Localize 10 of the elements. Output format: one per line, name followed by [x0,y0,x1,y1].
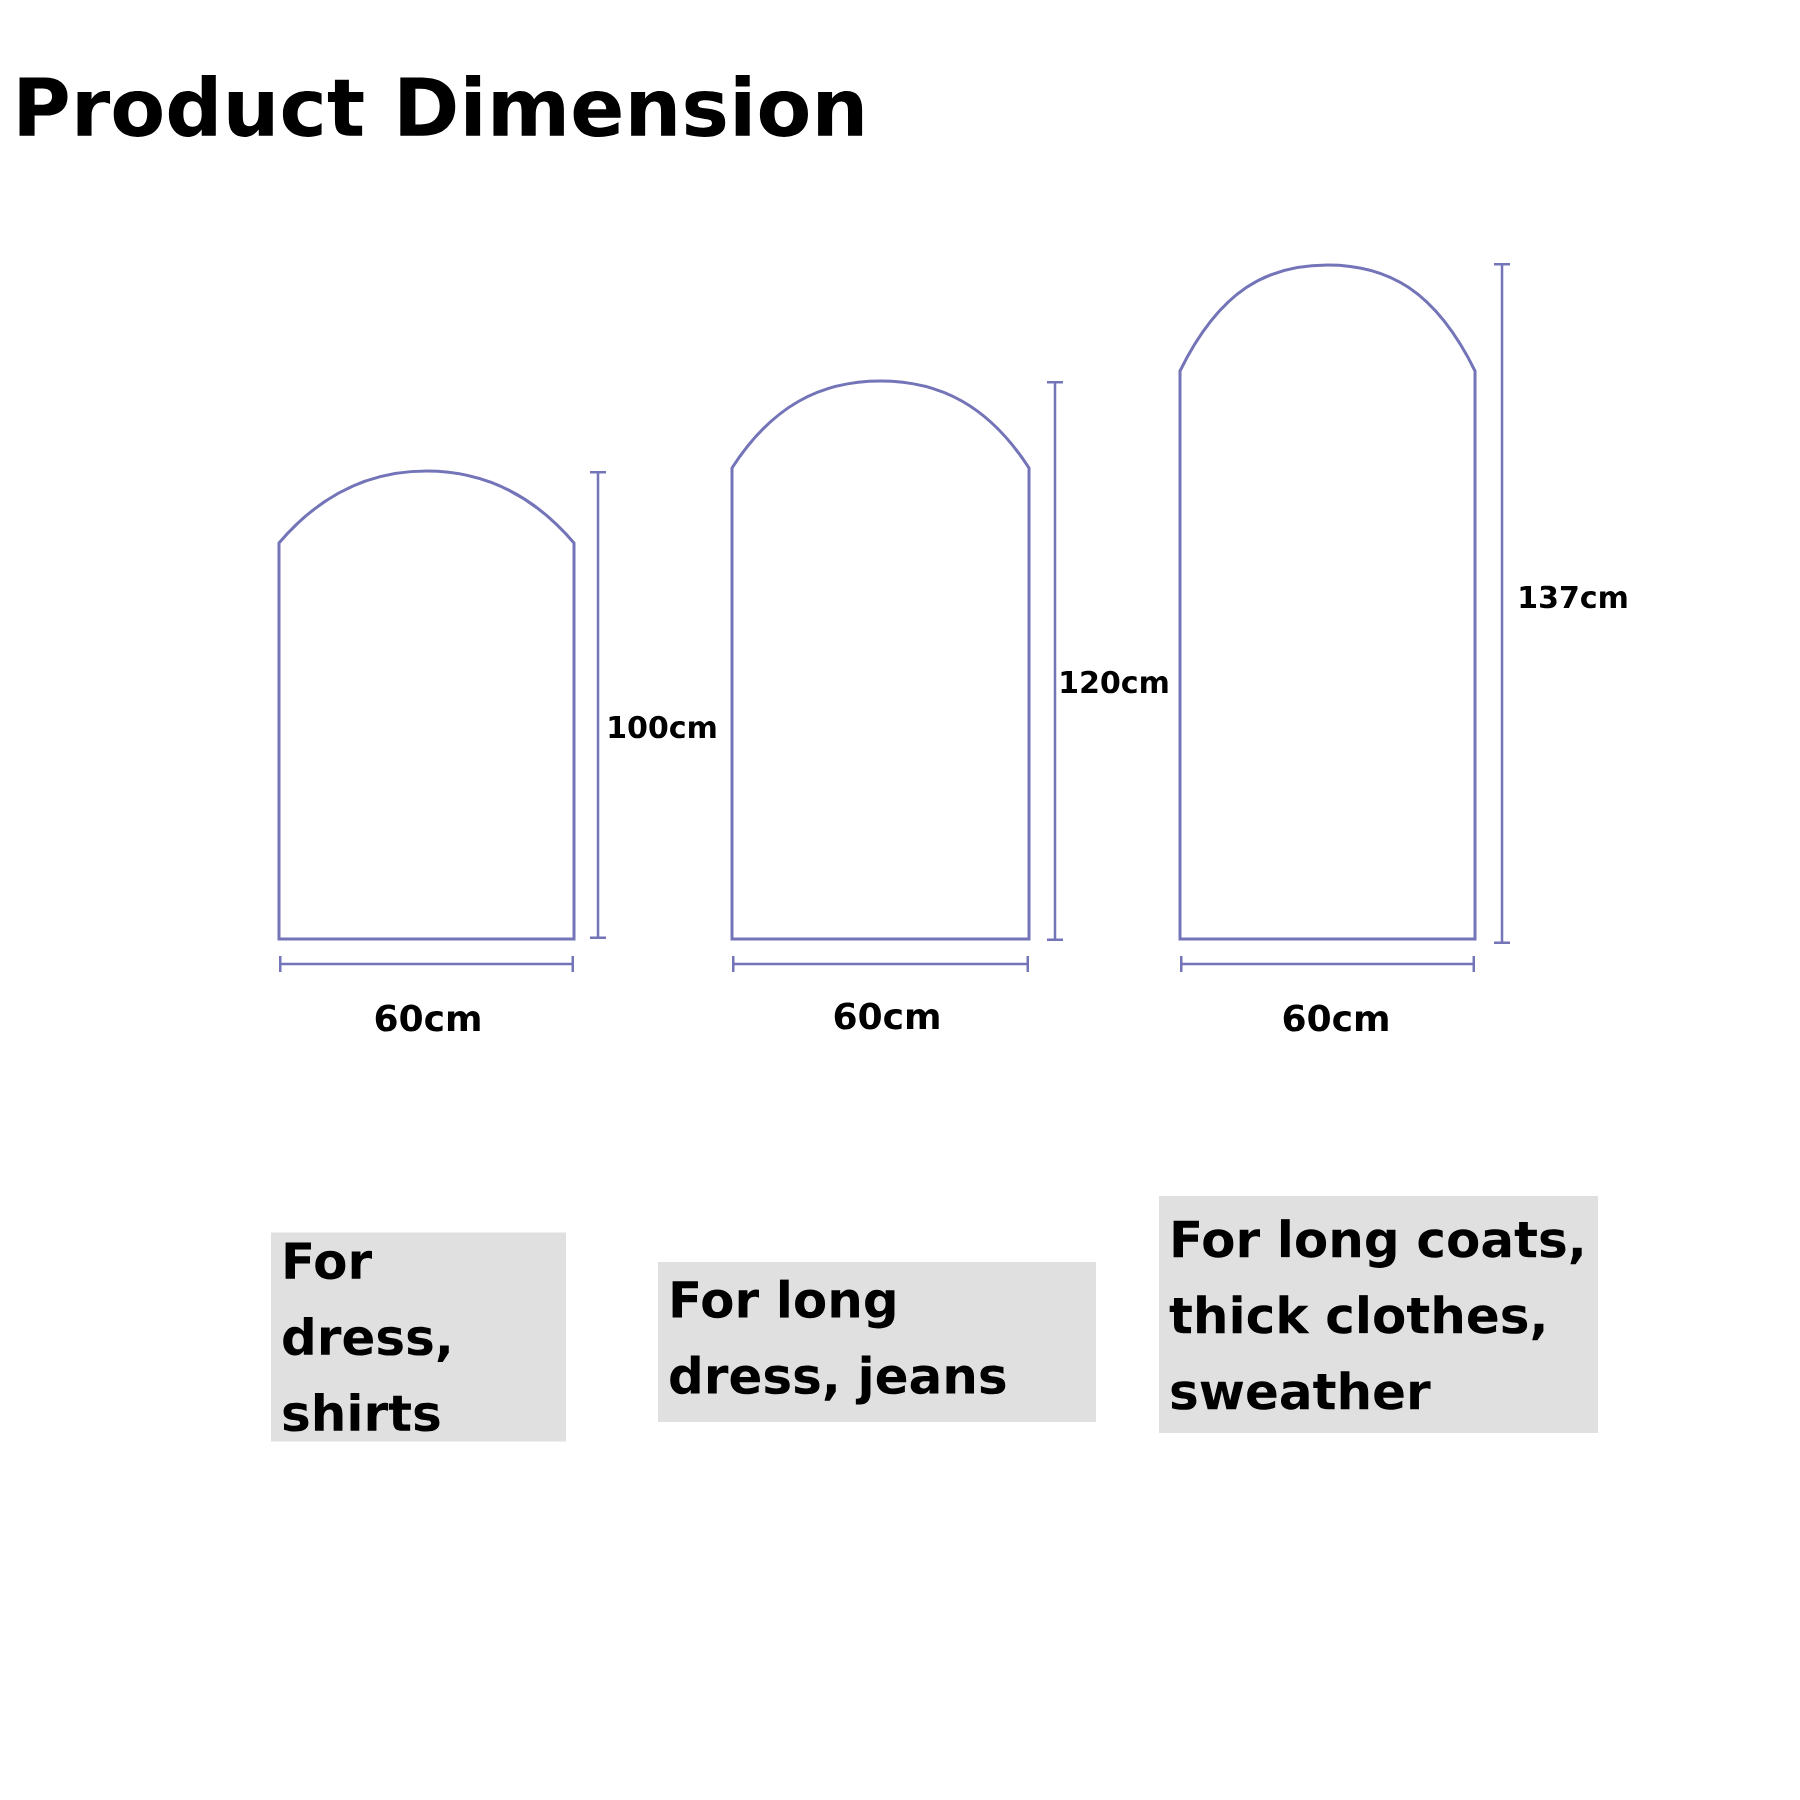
garment-bag-outline [1178,263,1477,941]
caption-box: For dress, shirts [271,1232,566,1442]
dimension-label: 120cm [1061,670,1168,694]
title: Product Dimension [19,75,863,137]
caption-box: For long dress, jeans [658,1262,1096,1422]
dimension-label: 60cm [1283,1004,1388,1032]
dimension-label: 100cm [609,715,716,739]
caption-box: For long coats, thick clothes, sweather [1159,1196,1598,1433]
garment-bag-outline [277,469,576,941]
garment-bag-outline [730,379,1031,941]
